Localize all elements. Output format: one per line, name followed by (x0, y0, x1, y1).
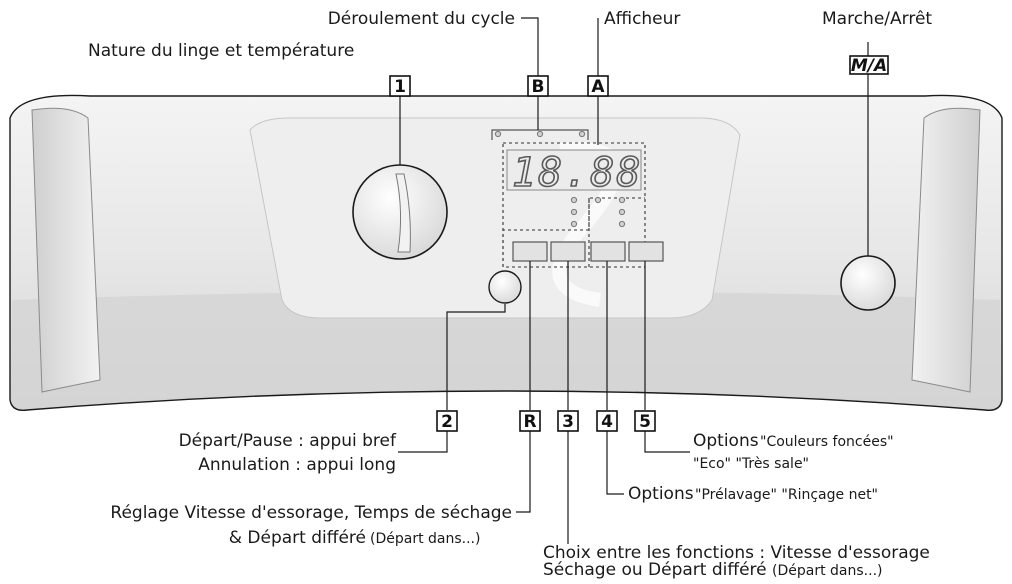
key-5: 5 (634, 410, 656, 432)
svg-text:M/A: M/A (851, 56, 887, 76)
label-marche-arret: Marche/Arrêt (822, 9, 932, 29)
button-5[interactable] (628, 241, 664, 262)
label-nature: Nature du linge et température (88, 41, 354, 61)
callout-lines (398, 17, 869, 544)
label-choix-line2-wrap: Séchage ou Départ différé (Départ dans..… (543, 560, 882, 581)
key-4: 4 (596, 410, 618, 432)
label-depart-pause: Départ/Pause : appui bref (179, 431, 397, 451)
label-options5-word: Options (693, 431, 759, 451)
svg-text:1: 1 (394, 77, 406, 97)
label-options5-line1: "Couleurs foncées" (760, 434, 894, 450)
key-3: 3 (557, 410, 579, 432)
display: 18.88 (502, 142, 646, 268)
start-pause-button[interactable] (488, 270, 522, 304)
svg-text:A: A (591, 77, 605, 97)
display-digits: 18.88 (512, 150, 642, 196)
program-knob[interactable] (352, 164, 448, 260)
key-2: 2 (436, 410, 458, 432)
key-1: 1 (389, 75, 411, 97)
label-options5-line2: "Eco" "Très sale" (693, 456, 809, 472)
svg-text:R: R (523, 412, 536, 432)
button-r[interactable] (512, 241, 548, 262)
label-choix-line2-small: (Départ dans...) (772, 563, 883, 579)
svg-text:B: B (532, 77, 545, 97)
key-b: B (527, 75, 549, 97)
option-lamps (570, 196, 626, 228)
svg-text:4: 4 (601, 412, 613, 432)
key-a: A (587, 75, 609, 97)
label-choix-line2-text: Séchage ou Départ différé (543, 560, 767, 580)
svg-text:5: 5 (639, 412, 651, 432)
label-reglage-small: (Départ dans...) (370, 531, 480, 547)
on-off-button[interactable] (840, 255, 896, 311)
button-4[interactable] (590, 241, 626, 262)
label-reglage-line1: Réglage Vitesse d'essorage, Temps de séc… (110, 503, 512, 523)
label-deroulement: Déroulement du cycle (328, 9, 515, 29)
cycle-lamps (491, 129, 589, 140)
label-options4-word: Options (628, 484, 694, 504)
key-r: R (519, 410, 541, 432)
button-3[interactable] (550, 241, 586, 262)
svg-text:2: 2 (441, 412, 453, 432)
svg-text:3: 3 (562, 412, 574, 432)
label-choix-line1: Choix entre les fonctions : Vitesse d'es… (543, 543, 930, 563)
label-afficheur: Afficheur (604, 9, 680, 29)
key-ma: M/A (849, 55, 889, 76)
label-options4-line1: "Prélavage" "Rinçage net" (695, 487, 878, 503)
label-reglage-line2: & Départ différé (229, 528, 366, 548)
label-annulation: Annulation : appui long (198, 455, 396, 475)
